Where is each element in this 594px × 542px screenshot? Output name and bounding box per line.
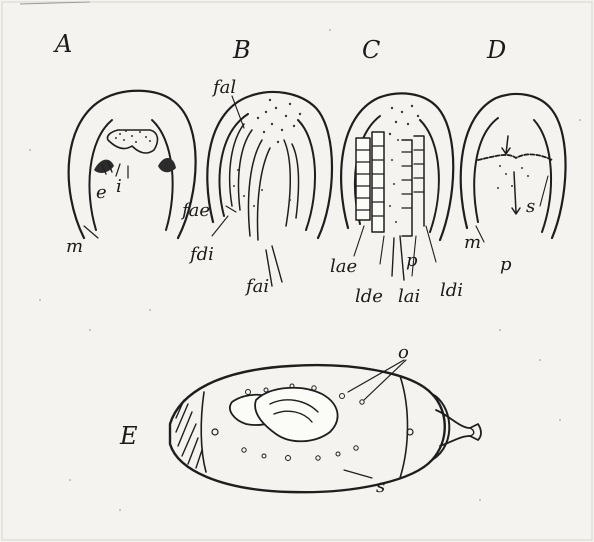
panel-c-tail	[392, 236, 404, 280]
panel-b-drawing	[207, 92, 332, 286]
panel-d-label-s: s	[526, 196, 535, 217]
panel-c-rod-3	[402, 136, 424, 236]
panel-d-arrow-down	[512, 172, 520, 214]
panel-c-leaders	[354, 226, 436, 276]
panel-e-label-s: s	[376, 476, 385, 497]
panel-a-drawing	[69, 91, 196, 238]
panel-e-label-o: o	[398, 342, 409, 363]
panel-e-drawing	[170, 360, 481, 492]
panel-label-a: A	[53, 30, 72, 58]
panel-e-inner-right	[400, 376, 408, 478]
panel-a-label-m: m	[66, 236, 83, 257]
panel-b-outer-arc	[207, 92, 332, 238]
panel-d-label-m: m	[464, 232, 481, 253]
panel-e-leader-s	[344, 470, 372, 478]
panel-a-tuft-right	[158, 158, 176, 172]
panel-a-outer-arc	[69, 91, 196, 238]
panel-b-label-fai: fai	[244, 276, 269, 297]
panel-b-label-fae: fae	[180, 200, 210, 221]
panel-e-inner-left	[201, 392, 206, 472]
panel-b-inner-left	[219, 114, 248, 216]
panel-c-rod-2	[372, 132, 384, 232]
panel-d-label-p: p	[500, 254, 512, 275]
panel-b-filament-right	[284, 140, 299, 226]
panel-c-label-lde: lde	[355, 286, 383, 307]
panel-label-c: C	[362, 36, 380, 64]
panel-c-label-p: p	[406, 250, 418, 271]
panel-e-hatching	[176, 400, 202, 468]
panel-d-inner-left	[474, 118, 498, 222]
panel-e-leader-o	[348, 360, 406, 400]
panel-c-inner-right	[420, 120, 439, 232]
panel-label-d: D	[486, 36, 506, 64]
panel-b-filament-inner	[249, 140, 271, 240]
panel-b-leader-fae	[226, 206, 236, 212]
panel-c-label-lai: lai	[398, 286, 420, 307]
panel-c-label-lae: lae	[330, 256, 357, 277]
panel-e-embryo-center	[255, 388, 337, 442]
panel-d-arrow-up	[502, 136, 510, 154]
panel-d-drawing	[461, 94, 566, 242]
panel-a-inner-right	[152, 120, 173, 230]
panel-e-stalk-tip	[470, 428, 474, 436]
panel-e-left-pore	[212, 429, 218, 435]
panel-b-label-fal: fal	[211, 77, 236, 98]
panel-d-stipple	[497, 165, 529, 189]
panel-label-b: B	[232, 36, 251, 64]
panel-a-label-e: e	[96, 182, 107, 203]
panel-c-drawing	[341, 93, 453, 280]
panel-c-rod-3-segments	[402, 150, 424, 208]
panel-a-stipple	[115, 130, 151, 143]
panel-a-label-i: i	[116, 176, 122, 197]
panel-a-inner-left	[89, 120, 112, 230]
panel-b-label-fdi: fdi	[188, 244, 214, 265]
panel-label-e: E	[119, 422, 138, 450]
panel-b-inner-right	[298, 120, 315, 230]
panel-c-label-ldi: ldi	[440, 280, 463, 301]
panel-d-septum	[478, 154, 552, 160]
panel-b-leader-fdi	[212, 216, 228, 236]
